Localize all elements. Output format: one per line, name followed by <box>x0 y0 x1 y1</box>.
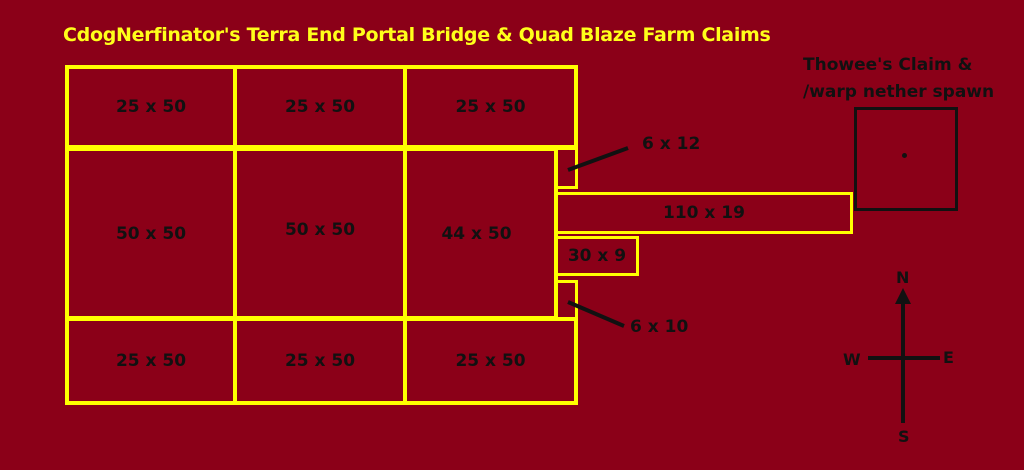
plot-c-label: 50 x 50 <box>284 219 356 240</box>
compass-east: E <box>943 348 954 367</box>
claim-box <box>854 107 958 211</box>
spawn-point-dot <box>902 153 907 158</box>
plot-small-bottom <box>555 280 578 320</box>
plot-s-label: 25 x 50 <box>284 351 356 371</box>
leader-small-bottom <box>567 300 625 328</box>
plot-bridge: 110 x 19 <box>555 192 853 234</box>
compass-arrowhead <box>895 288 911 304</box>
plot-nw-label: 25 x 50 <box>115 97 187 117</box>
plot-se-label: 25 x 50 <box>455 351 526 371</box>
plot-n-label: 25 x 50 <box>284 97 356 117</box>
plot-sw-label: 25 x 50 <box>115 351 187 371</box>
compass-north: N <box>896 268 910 287</box>
claim-title-line1: Thowee's Claim & <box>803 55 973 75</box>
plot-w-label: 50 x 50 <box>115 223 187 244</box>
plot-mid-label: 30 x 9 <box>567 246 627 266</box>
plot-mid: 30 x 9 <box>555 236 639 276</box>
compass-south: S <box>898 427 910 446</box>
compass-west: W <box>843 350 861 369</box>
plot-small-bottom-label: 6 x 10 <box>630 317 689 337</box>
plot-small-top-label: 6 x 12 <box>642 134 701 154</box>
plot-bridge-label: 110 x 19 <box>663 203 745 223</box>
map-title: CdogNerfinator's Terra End Portal Bridge… <box>63 24 771 46</box>
claim-title: Thowee's Claim & /warp nether spawn <box>803 52 994 106</box>
leader-small-top <box>567 146 629 172</box>
plot-se: 25 x 50 <box>403 317 578 405</box>
plot-ne-label: 25 x 50 <box>455 97 526 117</box>
claim-title-line2: /warp nether spawn <box>803 82 995 102</box>
plot-e-label: 44 x 50 <box>441 223 512 244</box>
